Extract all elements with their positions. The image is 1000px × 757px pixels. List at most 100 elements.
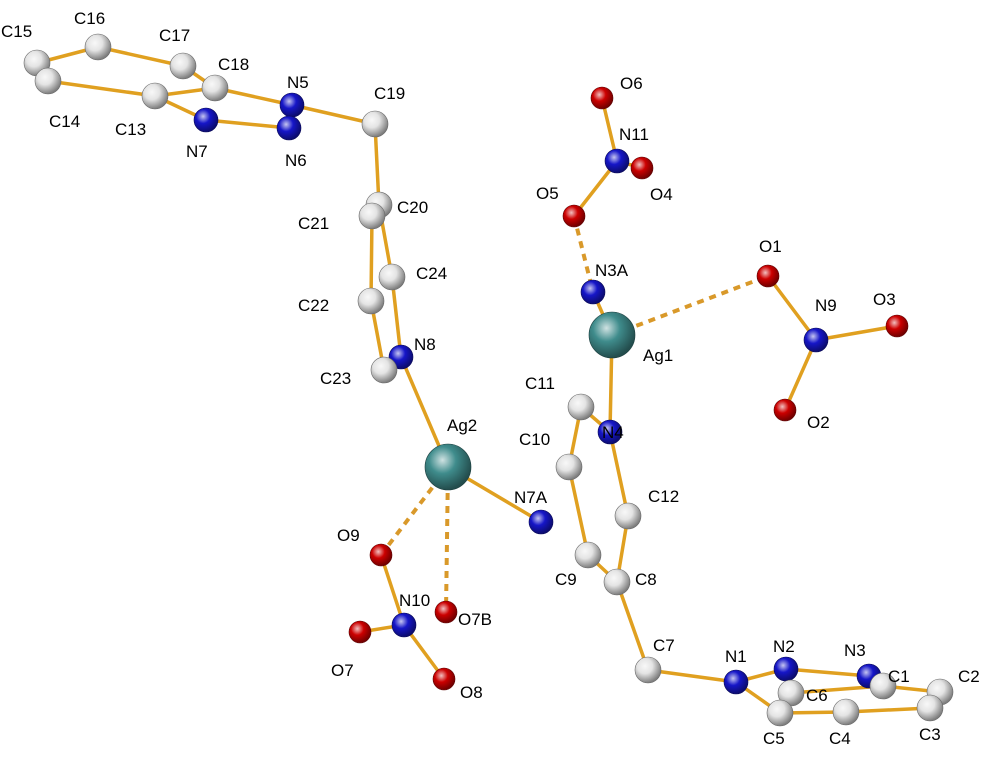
atom-label-O9: O9 [337,526,360,545]
atom-label-C14: C14 [49,112,80,131]
bond-C14-C13 [46,79,157,98]
atom-label-C9: C9 [555,570,577,589]
atom-layer [23,33,954,727]
atom-label-C3: C3 [919,725,941,744]
atom-label-C15: C15 [1,22,32,41]
atom-label-O6: O6 [620,74,643,93]
atom-C13 [141,82,169,110]
bond-C4-C3 [844,706,932,714]
bond-C8-C7 [615,580,650,672]
atom-C1 [869,672,897,700]
atom-C10 [555,453,583,481]
atom-C18 [201,74,229,102]
atom-label-C21: C21 [298,214,329,233]
atom-C4 [832,698,860,726]
atom-O2 [773,398,797,422]
atom-Ag1 [588,311,636,359]
atom-label-N10: N10 [399,591,430,610]
atom-N11 [604,148,630,174]
atom-label-O7B: O7B [458,610,492,629]
bond-N9-O3 [814,324,899,342]
atom-C19 [361,110,389,138]
atom-C16 [84,33,112,61]
atom-label-C23: C23 [320,369,351,388]
atom-label-O4: O4 [650,185,673,204]
atom-O5 [562,204,586,228]
atom-N7A [528,509,554,535]
bond-C21-C22 [369,214,374,303]
atom-Ag2 [424,443,472,491]
atom-label-N1: N1 [725,647,747,666]
atom-C17 [169,52,197,80]
atom-N1 [723,669,749,695]
atom-label-Ag2: Ag2 [447,416,477,435]
bond-N2-N3 [784,667,871,678]
bond-O1-N9 [766,274,818,342]
atom-O7 [348,620,372,644]
atom-label-C16: C16 [74,9,105,28]
atom-label-N5: N5 [287,73,309,92]
atom-label-N6: N6 [285,151,307,170]
atom-C7 [634,656,662,684]
atom-label-N4: N4 [602,423,624,442]
atom-O7B [434,600,458,624]
atom-label-C7: C7 [653,636,675,655]
atom-C22 [357,287,385,315]
atom-label-C22: C22 [298,296,329,315]
atom-label-C6: C6 [806,686,828,705]
atom-N4 [597,419,623,445]
atom-label-O8: O8 [460,683,483,702]
atom-label-O7: O7 [331,661,354,680]
atom-O9 [369,543,393,567]
atom-C14 [34,67,62,95]
atom-O6 [590,86,614,110]
atom-C23 [370,356,398,384]
atom-label-C13: C13 [115,120,146,139]
atom-N3A [580,279,606,305]
atom-C21 [358,202,386,230]
atom-label-C19: C19 [374,84,405,103]
atom-label-C10: C10 [519,430,550,449]
atom-label-C11: C11 [525,374,555,393]
bond-N4-C12 [608,430,630,518]
atom-label-C12: C12 [648,487,679,506]
atom-C9 [574,541,602,569]
atom-O3 [885,314,909,338]
atom-N9 [803,327,829,353]
atom-label-C2: C2 [958,667,980,686]
atom-label-N11: N11 [619,125,649,144]
atom-C5 [766,699,794,727]
dashed-bond-Ag2-O7B [444,466,450,613]
atom-label-N2: N2 [773,637,795,656]
atom-N5 [279,92,305,118]
atom-C11 [567,393,595,421]
atom-O1 [756,264,780,288]
atom-N7 [193,107,219,133]
dashed-bond-Ag1-O1 [611,274,769,337]
atom-label-N7A: N7A [514,488,548,507]
dashed-bond-O5-N3A [572,215,595,293]
bond-N9-O2 [783,338,818,412]
atom-C8 [603,568,631,596]
atom-N6 [276,115,302,141]
atom-label-C24: C24 [416,264,447,283]
bond-C24-N8 [390,275,403,359]
bond-C10-C9 [567,465,590,557]
bond-C7-N1 [646,668,738,684]
atom-C24 [378,263,406,291]
atom-label-N7: N7 [186,142,208,161]
bond-N7-N6 [204,118,291,130]
bond-N5-C19 [290,103,377,126]
atom-label-O5: O5 [536,184,559,203]
atom-label-C8: C8 [635,570,657,589]
atom-label-N3: N3 [844,641,866,660]
atom-label-C18: C18 [218,55,249,74]
atom-N2 [773,656,799,682]
atom-C12 [614,502,642,530]
atom-label-N3A: N3A [595,261,629,280]
atom-O4 [630,156,654,180]
atom-label-C1: C1 [888,667,910,686]
